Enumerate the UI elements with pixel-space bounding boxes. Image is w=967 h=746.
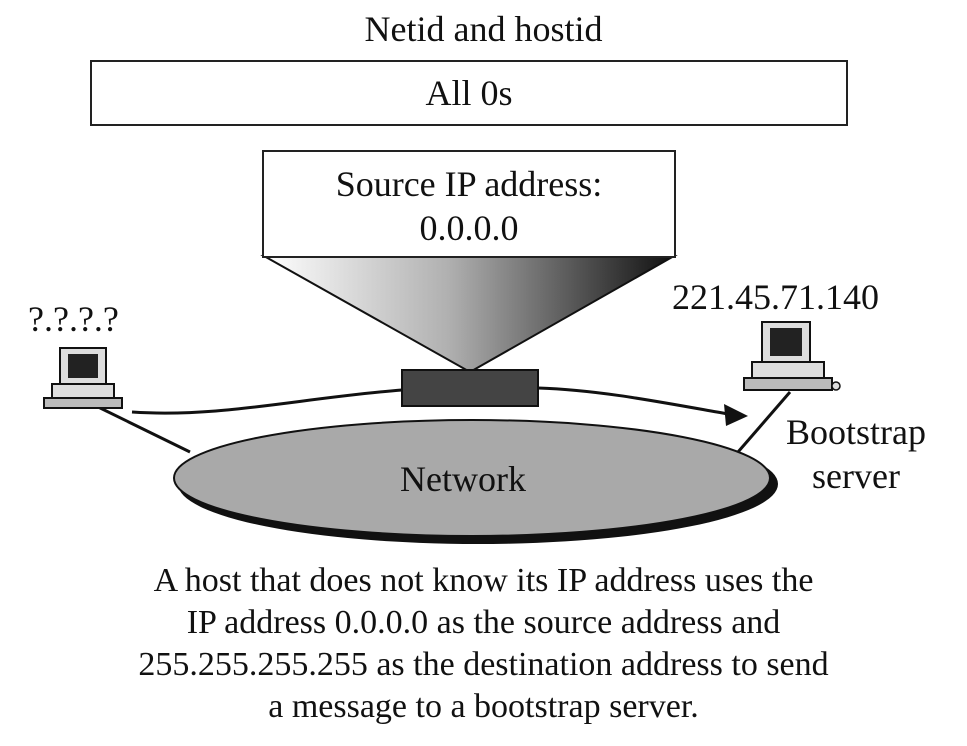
zoom-cone [260,255,678,374]
caption-line4: a message to a bootstrap server. [268,688,699,725]
caption-line1: A host that does not know its IP address… [153,562,814,599]
network-label: Network [400,459,526,499]
source-ip-value: 0.0.0.0 [419,208,519,248]
source-ip-label: Source IP address: [335,164,603,204]
source-ip-box: Source IP address: 0.0.0.0 [262,150,676,258]
address-field-text: All 0s [425,73,513,113]
server-link [736,391,792,453]
caption: A host that does not know its IP address… [0,560,967,728]
diagram-title: Netid and hostid [364,9,603,49]
address-field-box: All 0s [90,60,848,126]
network-cloud [173,419,771,537]
packet [401,369,539,407]
caption-line3: 255.255.255.255 as the destination addre… [138,646,829,683]
server-label: Bootstrap server [786,410,926,498]
server-ip-label: 221.45.71.140 [672,277,879,317]
message-path [131,386,729,416]
caption-line2: IP address 0.0.0.0 as the source address… [186,604,781,641]
arrow-head-icon [724,404,748,426]
client-ip-label: ?.?.?.? [28,299,119,339]
server-computer-icon [743,321,841,391]
server-label-line2: server [812,456,900,496]
client-computer-icon [43,347,123,409]
server-label-line1: Bootstrap [786,412,926,452]
client-link [91,402,191,454]
